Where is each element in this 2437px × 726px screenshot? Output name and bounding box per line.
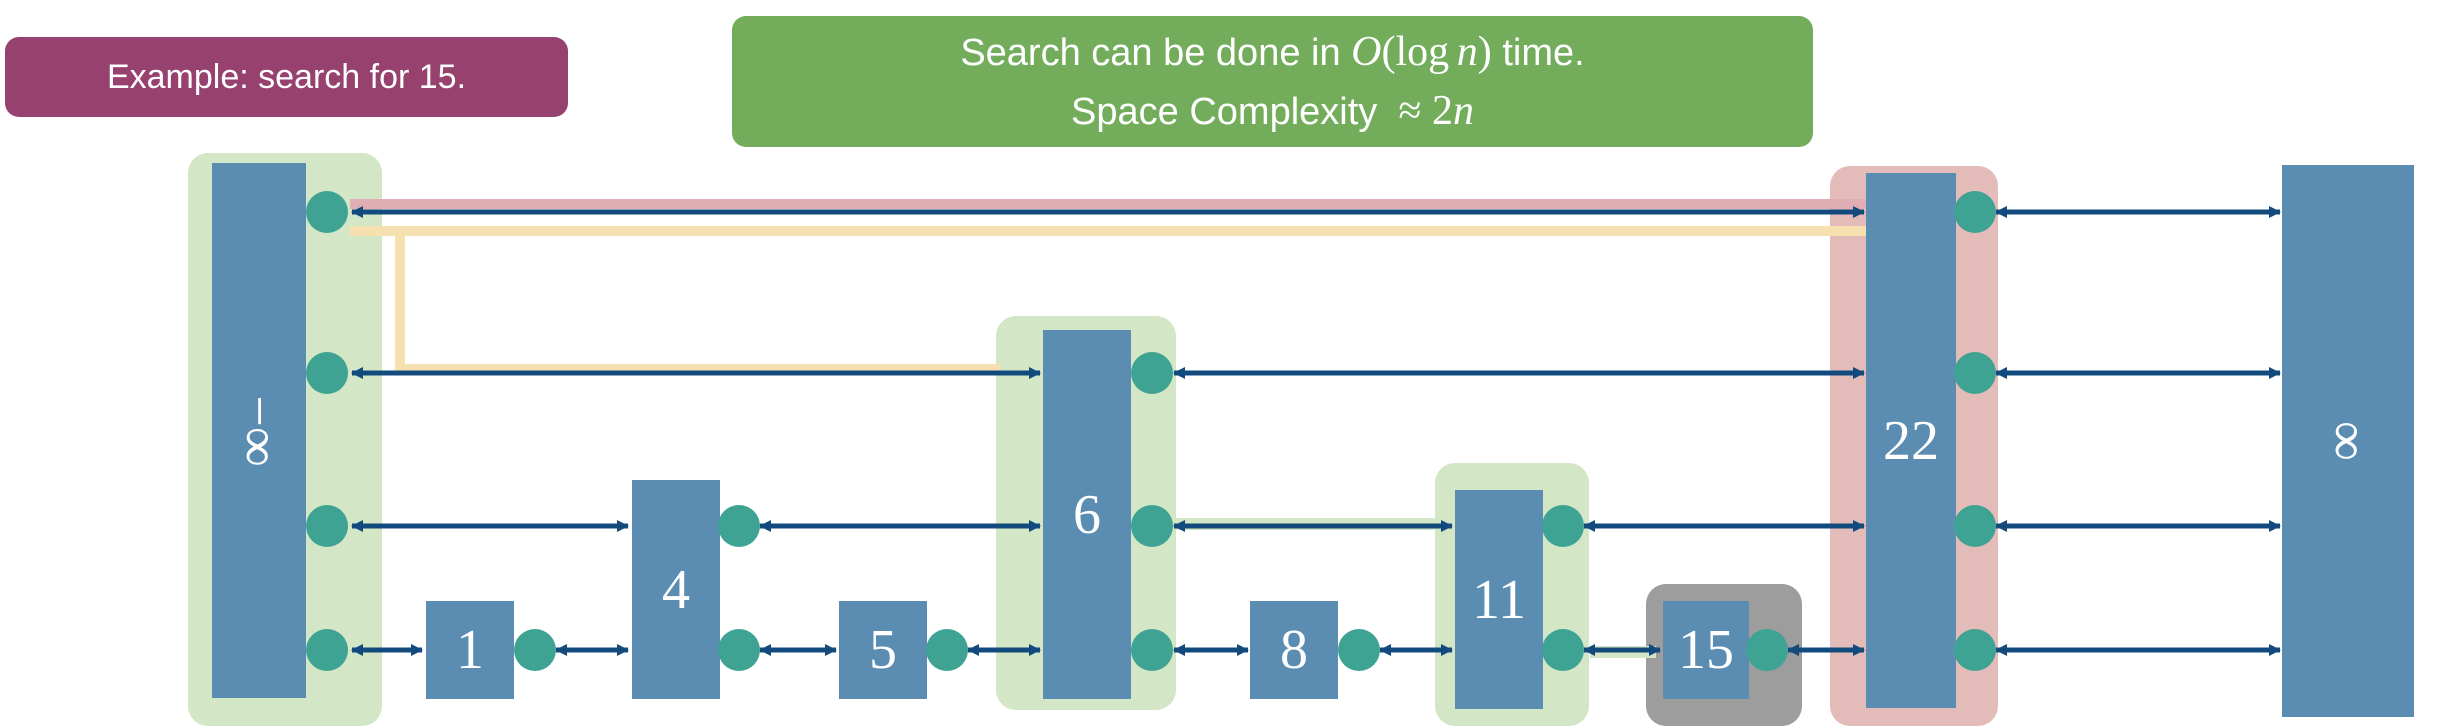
pointer-dot-11-l2 — [1542, 505, 1584, 547]
node-22: 22 — [1866, 173, 1956, 708]
pointer-dot-5-l1 — [926, 629, 968, 671]
pointer-dot-11-l1 — [1542, 629, 1584, 671]
pointer-dot-neg-inf-l3 — [306, 352, 348, 394]
node-11-label: 11 — [1472, 568, 1526, 631]
time-prefix: Search can be done in — [960, 31, 1352, 74]
pointer-dot-15-l1 — [1746, 629, 1788, 671]
node-1-label: 1 — [456, 619, 484, 681]
node-6: 6 — [1043, 330, 1131, 699]
forward-links — [351, 206, 2281, 656]
pointer-dot-4-l2 — [718, 505, 760, 547]
node-8: 8 — [1250, 601, 1338, 699]
pointer-dot-6-l1 — [1131, 629, 1173, 671]
pointer-dot-8-l1 — [1338, 629, 1380, 671]
node-15-label: 15 — [1678, 619, 1734, 681]
node-5-label: 5 — [869, 619, 897, 681]
node-neg-inf: −∞ — [212, 163, 306, 698]
pointer-dot-neg-inf-l1 — [306, 629, 348, 671]
time-suffix: time. — [1491, 31, 1585, 74]
node-inf: ∞ — [2282, 165, 2414, 717]
pointer-dot-neg-inf-l4 — [306, 191, 348, 233]
approx-symbol: ≈ 2 — [1398, 87, 1453, 134]
node-4: 4 — [632, 480, 720, 699]
node-15: 15 — [1663, 601, 1749, 699]
complexity-line-time: Search can be done in O(log n) time. — [960, 23, 1584, 82]
pointer-dot-neg-inf-l2 — [306, 505, 348, 547]
node-1: 1 — [426, 601, 514, 699]
space-n-symbol: n — [1452, 87, 1474, 134]
pointer-dot-22-l1 — [1954, 629, 1996, 671]
node-6-label: 6 — [1073, 483, 1101, 546]
node-inf-label: ∞ — [2316, 421, 2379, 461]
paren-close: ) — [1477, 28, 1492, 75]
node-8-label: 8 — [1280, 619, 1308, 681]
node-22-label: 22 — [1883, 409, 1939, 472]
node-5: 5 — [839, 601, 927, 699]
pointer-dot-22-l2 — [1954, 505, 1996, 547]
log-symbol: log — [1395, 28, 1450, 75]
node-11: 11 — [1455, 490, 1543, 709]
n-symbol: n — [1456, 28, 1478, 75]
pointer-dot-1-l1 — [514, 629, 556, 671]
paren-open: ( — [1381, 28, 1396, 75]
space-label: Space Complexity — [1071, 90, 1378, 133]
node-neg-inf-label: −∞ — [227, 394, 290, 467]
example-banner-text: Example: search for 15. — [106, 57, 467, 96]
complexity-line-space: Space Complexity ≈ 2n — [1071, 82, 1474, 141]
info-banner: Search can be done in O(log n) time. Spa… — [732, 16, 1813, 147]
pointer-dot-6-l3 — [1131, 352, 1173, 394]
node-4-label: 4 — [662, 558, 690, 621]
pointer-dot-4-l1 — [718, 629, 760, 671]
big-o-symbol: O — [1351, 28, 1382, 75]
pointer-dot-22-l3 — [1954, 352, 1996, 394]
pointer-dot-6-l2 — [1131, 505, 1173, 547]
pointer-dot-22-l4 — [1954, 191, 1996, 233]
example-banner: Example: search for 15. — [5, 37, 568, 117]
